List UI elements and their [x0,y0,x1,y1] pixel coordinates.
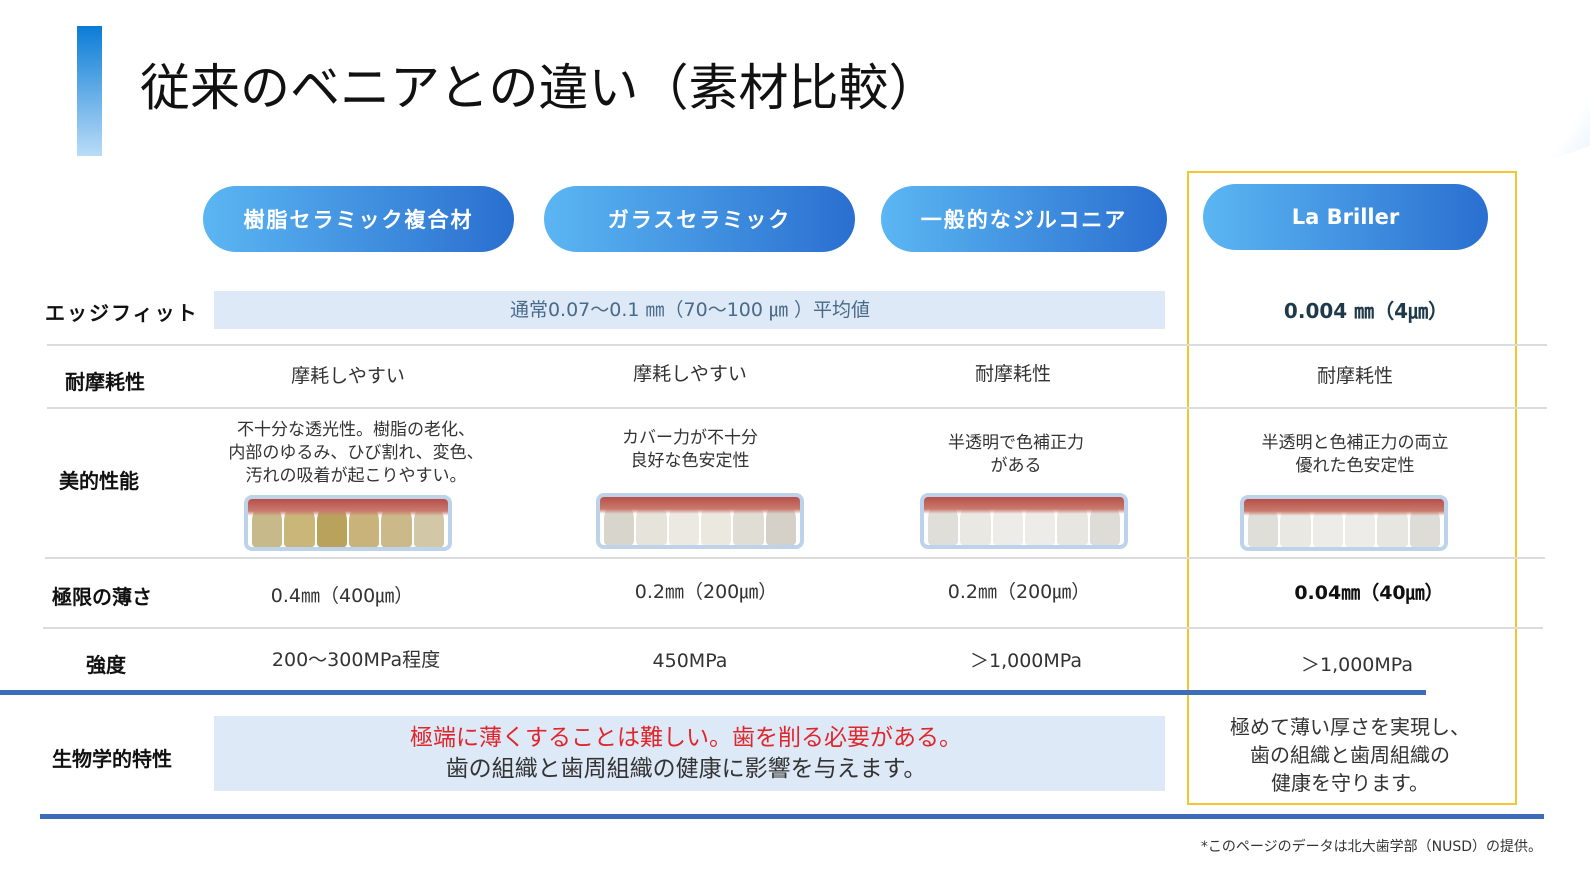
text-line: 汚れの吸着が起こりやすい。 [245,466,467,486]
section-divider [0,690,1426,695]
row-divider [47,344,1547,346]
column-header-glass: ガラスセラミック [544,186,855,252]
text-line: 歯の組織と歯周組織の [1250,743,1450,767]
text-line: 良好な色安定性 [630,451,750,471]
thinness-zirconia: 0.2㎜（200㎛） [947,581,1091,603]
aesthetics-zirconia: 半透明で色補正力がある [948,432,1084,478]
title-accent-bar [77,26,102,156]
text-line: 不十分な透光性。樹脂の老化、 [236,420,475,440]
aesthetics-glass: カバー力が不十分良好な色安定性 [622,427,758,473]
row-label-bio: 生物学的特性 [52,747,172,771]
thinness-resin: 0.4㎜（400㎛） [270,585,414,607]
wear-resin: 摩耗しやすい [291,365,405,387]
text-line: がある [990,456,1042,476]
teeth-photo-zirconia [920,493,1128,549]
text-line: 半透明と色補正力の両立 [1261,433,1449,453]
text-line: カバー力が不十分 [622,428,758,448]
teeth-photo-glass [596,493,804,549]
row-divider [43,627,1543,629]
wear-zirconia: 耐摩耗性 [974,363,1052,385]
text-line: 健康を守ります。 [1271,771,1429,795]
bio-common: 歯の組織と歯周組織の健康に影響を与えます。 [445,756,927,782]
strength-glass: 450MPa [652,650,728,672]
bio-common-warning: 極端に薄くすることは難しい。歯を削る必要がある。 [410,725,962,751]
row-label-edge-fit: エッジフィット [45,301,199,325]
strength-zirconia: ＞1,000MPa [969,650,1083,672]
edge-fit-common: 通常0.07～0.1 ㎜（70～100 ㎛ ）平均値 [509,299,871,321]
teeth-photo-la-briller [1240,495,1448,551]
text-line: 優れた色安定性 [1295,456,1415,476]
bio-la-briller: 極めて薄い厚さを実現し、歯の組織と歯周組織の健康を守ります。 [1230,713,1470,797]
wear-la-briller: 耐摩耗性 [1316,365,1394,387]
wear-glass: 摩耗しやすい [633,363,747,385]
thinness-glass: 0.2㎜（200㎛） [634,581,778,603]
row-divider [45,557,1545,559]
edge-fit-band [214,291,1165,329]
bottom-divider [40,814,1544,819]
column-header-zirconia: 一般的なジルコニア [881,186,1167,252]
column-header-la-briller: La Briller [1203,184,1488,250]
la-briller-highlight-box [1187,171,1517,805]
text-line: 極めて薄い厚さを実現し、 [1230,715,1470,739]
strength-la-briller: ＞1,000MPa [1300,654,1414,676]
aesthetics-la-briller: 半透明と色補正力の両立優れた色安定性 [1262,432,1449,478]
bio-band [214,716,1165,791]
teeth-photo-resin [244,495,452,551]
row-label-thinness: 極限の薄さ [52,585,152,609]
edge-fit-la-briller: 0.004 ㎜（4㎛） [1283,299,1449,323]
column-header-resin: 樹脂セラミック複合材 [203,186,514,252]
row-label-wear: 耐摩耗性 [65,370,145,394]
page-title: 従来のベニアとの違い（素材比較） [140,59,939,117]
row-divider [47,407,1547,409]
text-line: 内部のゆるみ、ひび割れ、変色、 [228,443,484,463]
row-label-aesthetics: 美的性能 [59,469,139,493]
aesthetics-resin: 不十分な透光性。樹脂の老化、内部のゆるみ、ひび割れ、変色、汚れの吸着が起こりやす… [228,419,483,488]
footnote: *このページのデータは北大歯学部（NUSD）の提供。 [1200,839,1542,855]
thinness-la-briller: 0.04㎜（40㎛） [1294,582,1444,604]
strength-resin: 200～300MPa程度 [271,649,441,671]
row-label-strength: 強度 [86,653,126,677]
text-line: 半透明で色補正力 [948,433,1084,453]
